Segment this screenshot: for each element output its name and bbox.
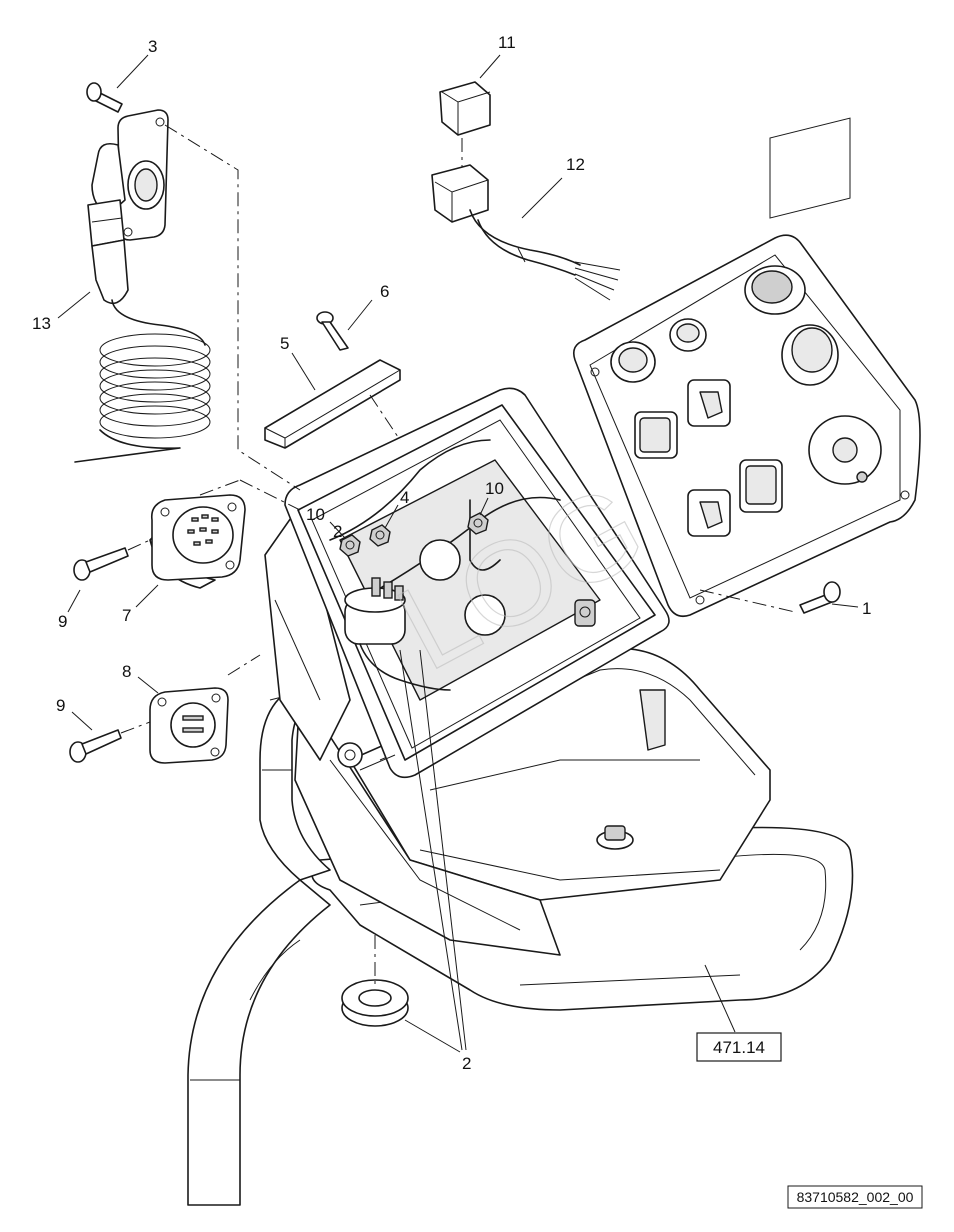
- console-housing: [264, 504, 771, 956]
- electrical-box: [284, 387, 670, 779]
- leader-471-14: [704, 964, 736, 1033]
- control-panel-lid: [572, 117, 921, 618]
- callout-3: 3: [148, 37, 157, 56]
- leader-10-left: [329, 521, 346, 539]
- figure-id-label: 83710582_002_00: [797, 1189, 914, 1205]
- rocker-switch-3: [687, 489, 731, 537]
- reference-box-label: 471.14: [713, 1038, 765, 1057]
- part-3-screw: [86, 54, 149, 113]
- callout-10-left: 10: [306, 505, 325, 524]
- part-2-gland-nut: [341, 649, 467, 1053]
- rocker-switch-2: [687, 379, 731, 427]
- part-1-screw: [699, 581, 859, 614]
- callout-9-lower: 9: [56, 696, 65, 715]
- part-8-connector: [137, 654, 261, 764]
- callout-2: 2: [462, 1054, 471, 1073]
- internal-connector: [574, 599, 596, 627]
- nut-right: [467, 512, 489, 535]
- leader-10-right: [479, 497, 489, 516]
- side-gland: [337, 742, 363, 768]
- callout-5: 5: [280, 334, 289, 353]
- rocker-switch-1: [634, 411, 678, 459]
- leader-4: [384, 504, 399, 529]
- part-9-screw-lower: [69, 711, 151, 763]
- round-button-2: [669, 318, 707, 352]
- callout-2-inner: 2: [333, 522, 342, 541]
- part-5-cover: [264, 352, 401, 449]
- part-6-screw: [316, 299, 373, 351]
- rocker-switch-4: [739, 459, 783, 513]
- key-switch: [808, 415, 882, 485]
- callout-10-right: 10: [485, 479, 504, 498]
- part-11-relay: [439, 54, 501, 175]
- nut-left: [339, 534, 361, 557]
- round-button-1: [610, 341, 656, 383]
- callout-13: 13: [32, 314, 51, 333]
- callout-12: 12: [566, 155, 585, 174]
- nut-4: [369, 524, 391, 547]
- callout-8: 8: [122, 662, 131, 681]
- control-knob: [769, 117, 851, 386]
- emergency-stop-button: [744, 265, 806, 315]
- part-13-sensor-cable: [57, 109, 301, 491]
- callout-1: 1: [862, 599, 871, 618]
- reference-box: 471.14: [696, 1032, 782, 1062]
- callout-7: 7: [122, 606, 131, 625]
- figure-id-box: 83710582_002_00: [787, 1185, 923, 1209]
- part-12-relay-socket-harness: [431, 164, 621, 301]
- callout-4: 4: [400, 488, 409, 507]
- callout-11: 11: [498, 33, 516, 52]
- part-7-connector: [135, 479, 301, 608]
- part-9-screw-upper: [67, 539, 151, 613]
- callout-9-upper: 9: [58, 612, 67, 631]
- internal-switch: [344, 577, 451, 691]
- callout-6: 6: [380, 282, 389, 301]
